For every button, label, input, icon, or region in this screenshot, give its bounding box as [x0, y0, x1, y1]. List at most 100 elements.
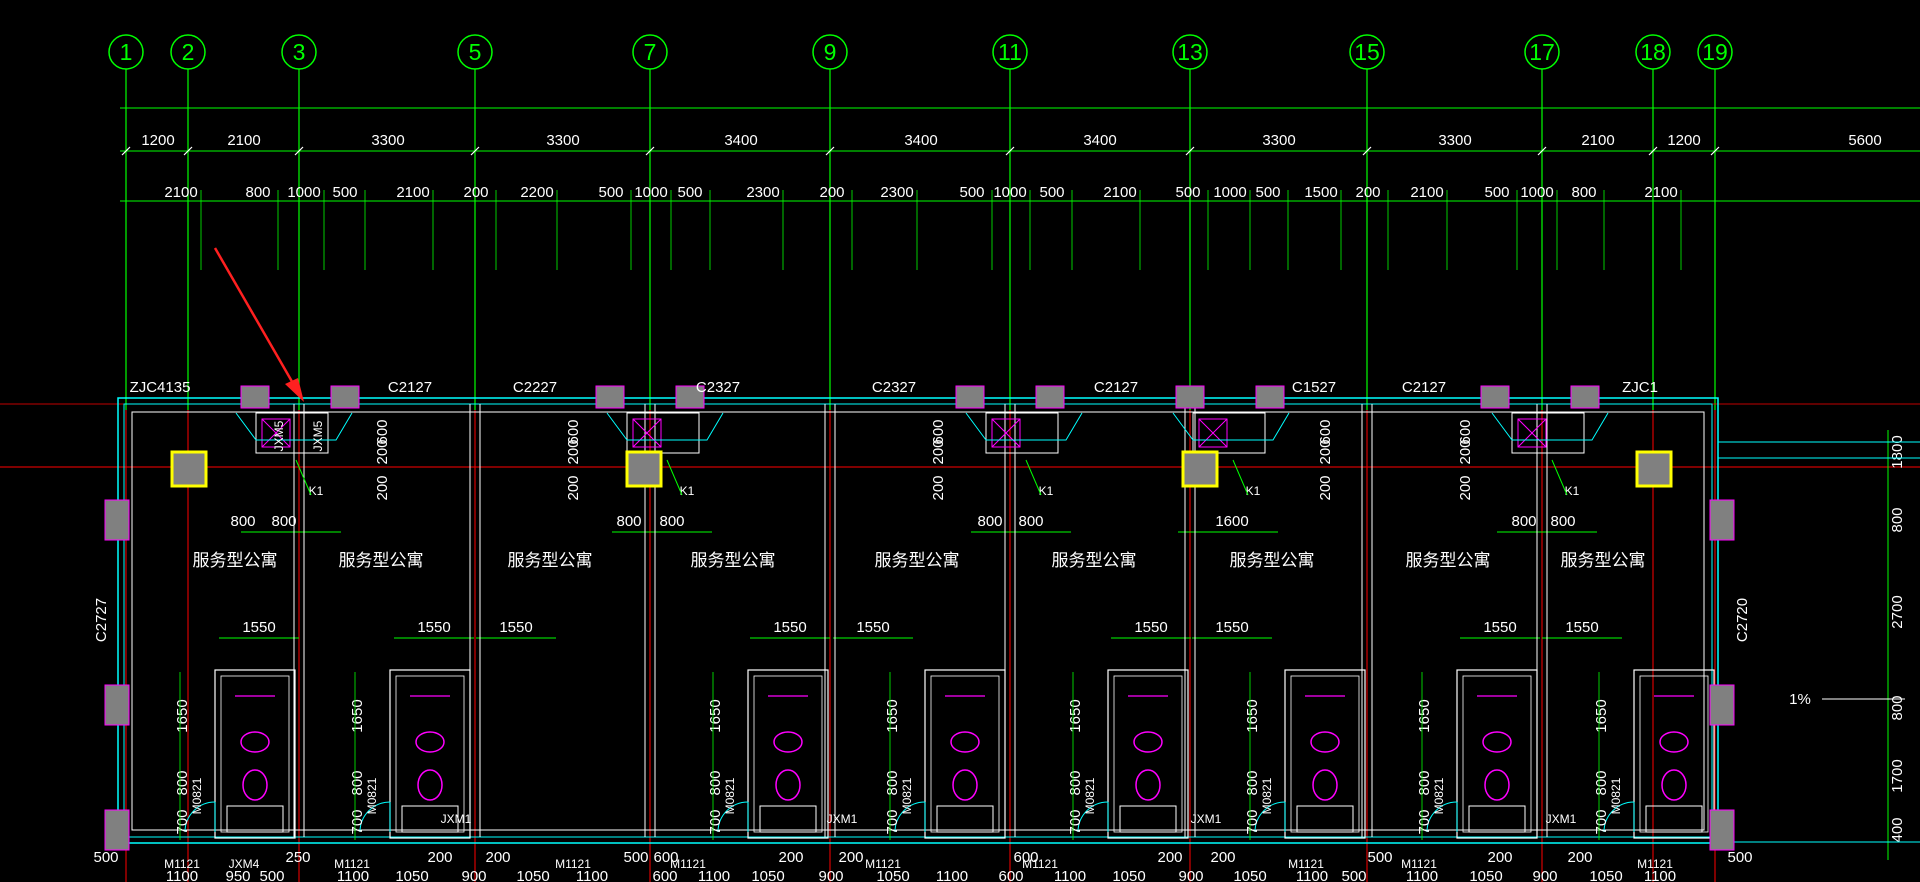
sink-icon [1135, 769, 1161, 801]
toilet-icon [773, 731, 803, 753]
dim-value: 3400 [724, 132, 757, 149]
room-dim: 1550 [1215, 619, 1248, 636]
jxm-box [401, 805, 459, 833]
vertical-dim: 200 [930, 475, 947, 500]
dim-tick [121, 146, 131, 156]
dim-value: 500 [598, 184, 623, 201]
dim-value: 1200 [1667, 132, 1700, 149]
highlighted-column [1635, 450, 1673, 488]
room-label: 服务型公寓 [1230, 551, 1315, 570]
toilet-icon [1133, 731, 1163, 753]
column [1255, 385, 1285, 409]
right-dim: 1700 [1889, 759, 1906, 792]
right-dim: 800 [1889, 507, 1906, 532]
vertical-dim: 200 [565, 475, 582, 500]
bathroom-inner [220, 675, 290, 833]
dim-value: 800 [245, 184, 270, 201]
column [955, 385, 985, 409]
column [1035, 385, 1065, 409]
column [1709, 809, 1735, 851]
dim-value: 5600 [1848, 132, 1881, 149]
axis-label: 18 [1640, 39, 1666, 65]
shaft-hood [1491, 412, 1609, 441]
slope-label: 1% [1789, 691, 1811, 708]
window-label: C2127 [388, 379, 432, 396]
dim-value: 500 [1175, 184, 1200, 201]
right-dim: 2700 [1889, 595, 1906, 628]
room-label: 服务型公寓 [508, 551, 593, 570]
shaft-box [255, 412, 329, 454]
bottom-dim: 950 [225, 868, 250, 882]
vertical-dim: 200 [374, 439, 391, 464]
dim-value: 500 [1255, 184, 1280, 201]
bath-dim: 700 [707, 809, 724, 834]
pipe-line [666, 459, 683, 496]
shaft-dim: 800 [616, 513, 641, 530]
bottom-dim: 1050 [1233, 868, 1266, 882]
dim-value: 3300 [1262, 132, 1295, 149]
column [104, 684, 130, 726]
bath-dim: 800 [174, 770, 191, 795]
axis-label: 7 [644, 39, 657, 65]
bath-dim: 1650 [884, 699, 901, 732]
vertical-dim: 600 [1317, 419, 1334, 444]
shaft-cell [632, 418, 662, 448]
sink-icon [775, 769, 801, 801]
bath-dim: 800 [1593, 770, 1610, 795]
shaft-dim: 800 [1550, 513, 1575, 530]
shaft-hood [1172, 412, 1290, 441]
side-window-label: C2720 [1734, 598, 1751, 642]
bottom-dim: 1100 [1644, 868, 1676, 882]
bath-dim: 1650 [349, 699, 366, 732]
dim-value: 2100 [396, 184, 429, 201]
bathroom-wall [389, 669, 471, 839]
axis-label: 5 [469, 39, 482, 65]
sink-icon [242, 769, 268, 801]
window-label: C2227 [513, 379, 557, 396]
bathroom-inner [1462, 675, 1532, 833]
door-swing [1603, 801, 1635, 833]
dim-tick [294, 146, 304, 156]
bottom-dim: 900 [1178, 868, 1203, 882]
pipe-line [1551, 459, 1568, 496]
column [1570, 385, 1600, 409]
jxm-box [936, 805, 994, 833]
bathroom-inner [1290, 675, 1360, 833]
axis-label: 9 [824, 39, 837, 65]
bottom-dim: 900 [818, 868, 843, 882]
bottom-dim: 500 [1727, 849, 1752, 866]
dim-value: 500 [677, 184, 702, 201]
door-code-label: M1121 [1288, 857, 1324, 871]
dim-value: 2100 [1410, 184, 1443, 201]
vertical-dim: 200 [374, 475, 391, 500]
arrow-head [285, 378, 304, 402]
bathroom-wall [747, 669, 829, 839]
bottom-dim: 1100 [1296, 868, 1328, 882]
vertical-dim: 200 [1317, 439, 1334, 464]
shaft-dim: 800 [1018, 513, 1043, 530]
dim-value: 2200 [520, 184, 553, 201]
bath-dim: 700 [1416, 809, 1433, 834]
column [104, 499, 130, 541]
shaft-x [261, 418, 291, 448]
shaft-box [1511, 412, 1585, 454]
structural-columns [104, 385, 1735, 851]
bathroom-wall [1284, 669, 1366, 839]
toilet-icon [415, 731, 445, 753]
toilet-icon [950, 731, 980, 753]
k-label: K1 [1039, 484, 1054, 498]
shaft-hood [235, 412, 353, 441]
dim-tick [1537, 146, 1547, 156]
bath-dim: 1650 [1416, 699, 1433, 732]
dim-value: 500 [1484, 184, 1509, 201]
bottom-dim: 200 [1487, 849, 1512, 866]
bathroom-wall [1633, 669, 1715, 839]
bottom-dim: 600 [652, 868, 677, 882]
bathroom-inner [1639, 675, 1709, 833]
dim-value: 1000 [634, 184, 667, 201]
outer-wall-inner [123, 403, 1713, 838]
dim-value: 500 [959, 184, 984, 201]
side-window-label: C2727 [93, 598, 110, 642]
jxm-box [759, 805, 817, 833]
